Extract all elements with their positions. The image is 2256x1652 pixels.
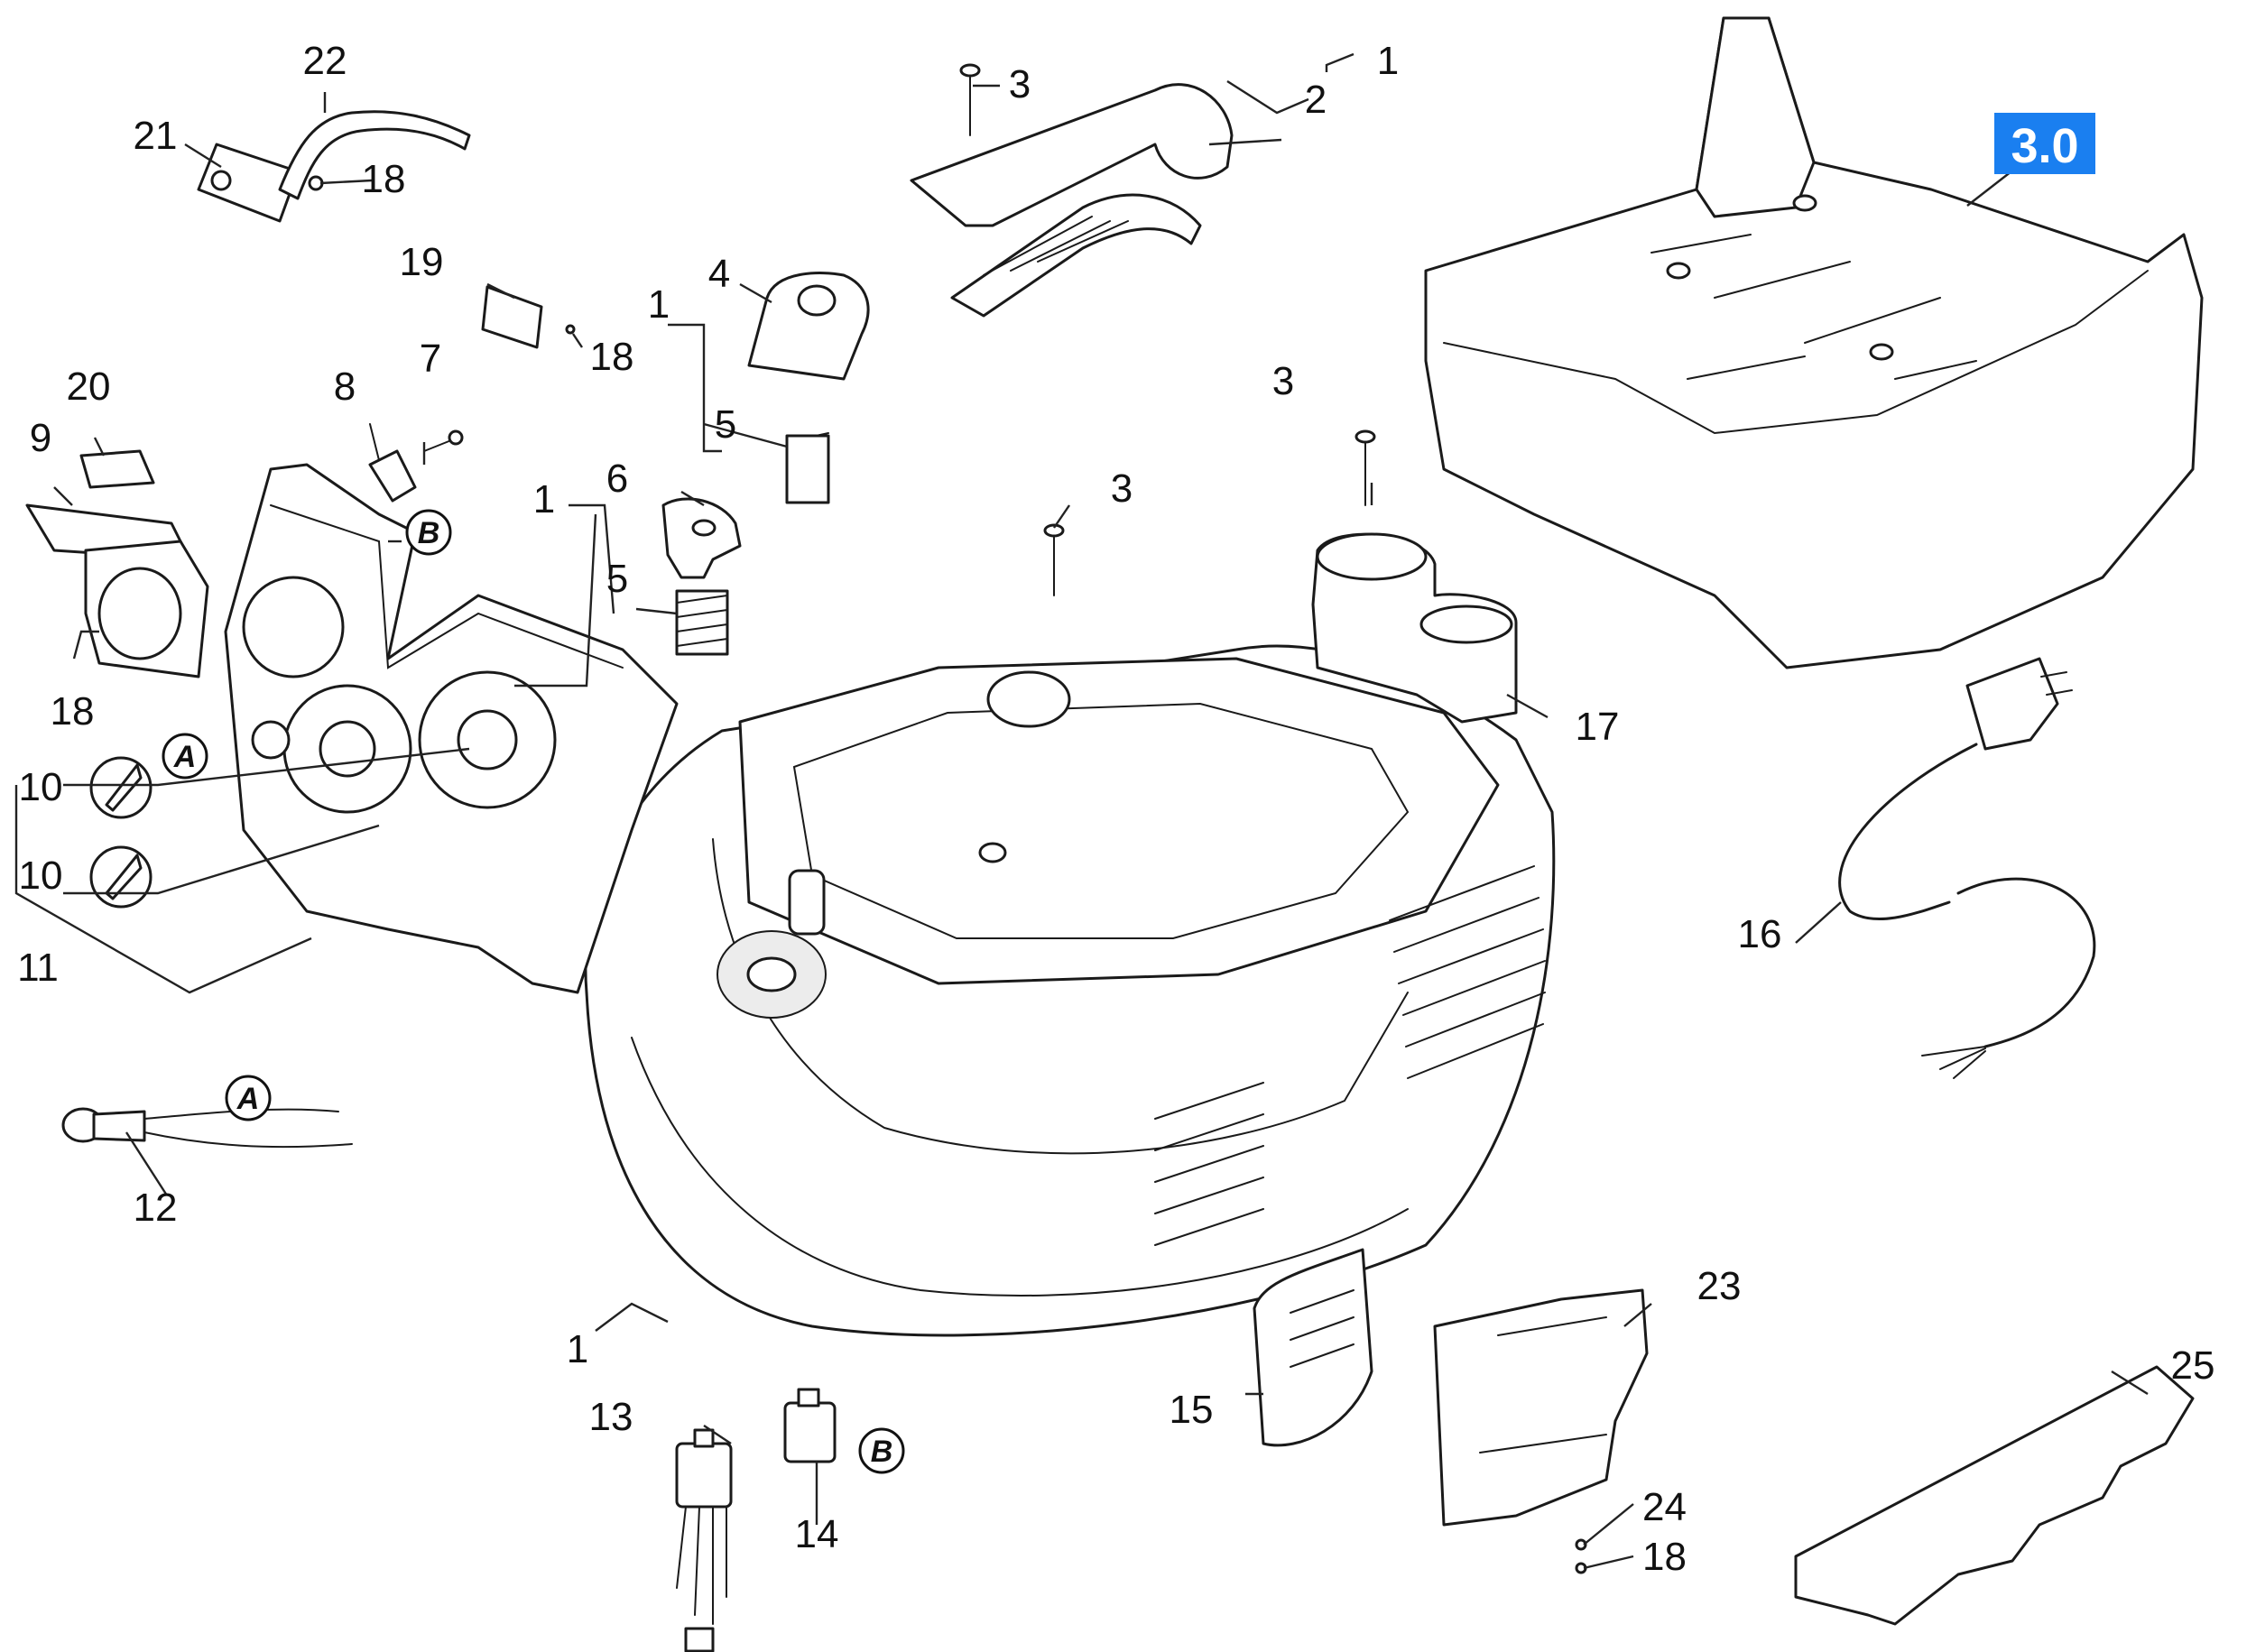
callout-14: 14 xyxy=(795,1512,839,1556)
leader-lines xyxy=(14,52,2149,1570)
callout-17: 17 xyxy=(1576,705,1620,749)
callout-1: 1 xyxy=(648,282,670,327)
filter-cover xyxy=(1253,1248,1373,1447)
callout-23: 23 xyxy=(1697,1264,1742,1308)
switch-bracket xyxy=(368,423,464,503)
callout-2: 2 xyxy=(1305,78,1327,122)
callout-6: 6 xyxy=(606,457,628,501)
mount-bracket xyxy=(1433,1288,1649,1574)
callout-7: 7 xyxy=(420,337,441,381)
callout-24: 24 xyxy=(1642,1485,1687,1529)
callout-18: 18 xyxy=(1642,1535,1687,1579)
reference-mark-b-1-label: B xyxy=(418,516,440,550)
group-badge-label: 3.0 xyxy=(2011,119,2078,173)
group-badge-background xyxy=(1994,113,2095,174)
callout-5: 5 xyxy=(715,402,736,447)
callout-19: 19 xyxy=(400,240,444,284)
reference-mark-b-1: B xyxy=(405,509,452,556)
callout-18: 18 xyxy=(51,689,95,734)
label-sticker xyxy=(79,449,155,489)
reference-mark-a-1-label: A xyxy=(173,740,197,774)
callout-3: 3 xyxy=(1272,359,1294,403)
power-cord xyxy=(1838,657,2096,1079)
callout-1: 1 xyxy=(567,1327,588,1371)
hose-holder xyxy=(1311,532,1518,724)
callout-18: 18 xyxy=(590,335,634,379)
control-panel xyxy=(224,463,679,994)
reference-mark-a-1: A xyxy=(162,733,208,780)
callout-8: 8 xyxy=(334,365,356,409)
screws xyxy=(959,63,1376,596)
main-housing xyxy=(584,644,1556,1337)
callout-11: 11 xyxy=(17,946,59,990)
knobs-and-lamp xyxy=(61,756,353,1149)
callout-numbers: 1 2 3 22 21 18 19 18 4 1 5 7 8 20 9 6 1 … xyxy=(17,39,2214,1579)
reference-mark-a-2: A xyxy=(225,1075,272,1121)
callout-13: 13 xyxy=(589,1395,633,1439)
carry-handle xyxy=(910,83,1234,318)
top-cover-tray xyxy=(1424,16,2204,669)
callout-18: 18 xyxy=(362,157,406,201)
callout-22: 22 xyxy=(303,39,347,83)
callout-1: 1 xyxy=(533,477,555,521)
callout-4: 4 xyxy=(708,252,730,296)
callout-21: 21 xyxy=(134,114,178,158)
callout-16: 16 xyxy=(1738,912,1782,956)
reference-mark-b-2-label: B xyxy=(871,1435,893,1469)
callout-10: 10 xyxy=(19,854,63,898)
callout-20: 20 xyxy=(67,365,111,409)
callout-3: 3 xyxy=(1009,62,1031,106)
knob-and-spring-upper xyxy=(747,272,870,504)
callout-15: 15 xyxy=(1170,1388,1214,1432)
callout-5: 5 xyxy=(606,557,628,601)
callout-10: 10 xyxy=(19,765,63,809)
connectors xyxy=(675,1388,837,1652)
callout-9: 9 xyxy=(30,416,51,460)
pump-bracket xyxy=(197,110,471,223)
circuit-board xyxy=(481,285,576,349)
power-socket xyxy=(25,503,209,678)
callout-1: 1 xyxy=(1377,39,1399,83)
foam-pad xyxy=(1794,1365,2195,1626)
callout-12: 12 xyxy=(134,1186,178,1230)
reference-mark-b-2: B xyxy=(858,1427,905,1474)
callout-3: 3 xyxy=(1111,466,1133,511)
knob-and-spring-lower xyxy=(661,497,742,656)
group-badge: 3.0 xyxy=(1994,113,2095,174)
callout-25: 25 xyxy=(2171,1343,2215,1388)
reference-mark-a-2-label: A xyxy=(236,1082,260,1116)
